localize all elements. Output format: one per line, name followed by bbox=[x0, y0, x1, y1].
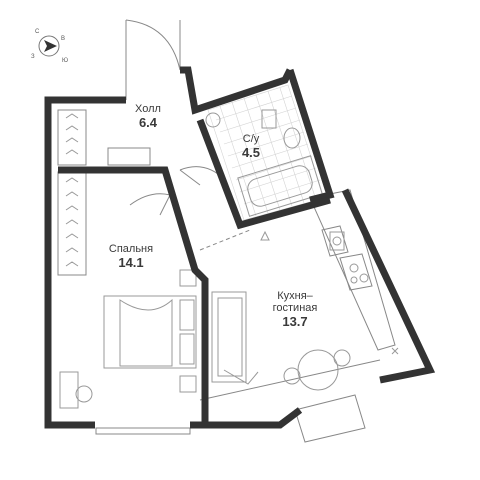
compass-arrow-icon bbox=[44, 40, 57, 52]
compass-north-label: С bbox=[35, 29, 40, 35]
compass-west-label: З bbox=[31, 54, 35, 60]
room-bath: С/у 4.5 bbox=[226, 133, 276, 160]
compass-ring bbox=[38, 35, 60, 57]
room-hall-area: 6.4 bbox=[138, 115, 158, 130]
compass-south-label: Ю bbox=[62, 58, 69, 64]
room-bath-name: С/у bbox=[242, 133, 260, 145]
compass bbox=[38, 35, 60, 57]
room-kitchen: Кухня– гостиная 13.7 bbox=[260, 290, 330, 329]
room-kitchen-name-2: гостиная bbox=[272, 302, 318, 314]
thin-lines bbox=[57, 19, 396, 443]
room-bedroom: Спальня 14.1 bbox=[96, 243, 166, 270]
compass-east-label: В bbox=[61, 36, 66, 42]
room-hall: Холл 6.4 bbox=[120, 103, 176, 130]
room-bedroom-area: 14.1 bbox=[118, 255, 144, 270]
room-hall-name: Холл bbox=[135, 103, 161, 115]
walls bbox=[44, 66, 436, 429]
furniture bbox=[59, 109, 399, 409]
sofa bbox=[211, 291, 247, 383]
dining-table bbox=[297, 349, 339, 391]
room-bedroom-name: Спальня bbox=[108, 243, 154, 255]
bed bbox=[103, 295, 197, 369]
bathtub bbox=[237, 155, 323, 217]
room-kitchen-area: 13.7 bbox=[282, 314, 308, 329]
room-kitchen-name-1: Кухня– bbox=[277, 290, 313, 302]
room-bath-area: 4.5 bbox=[241, 145, 261, 160]
